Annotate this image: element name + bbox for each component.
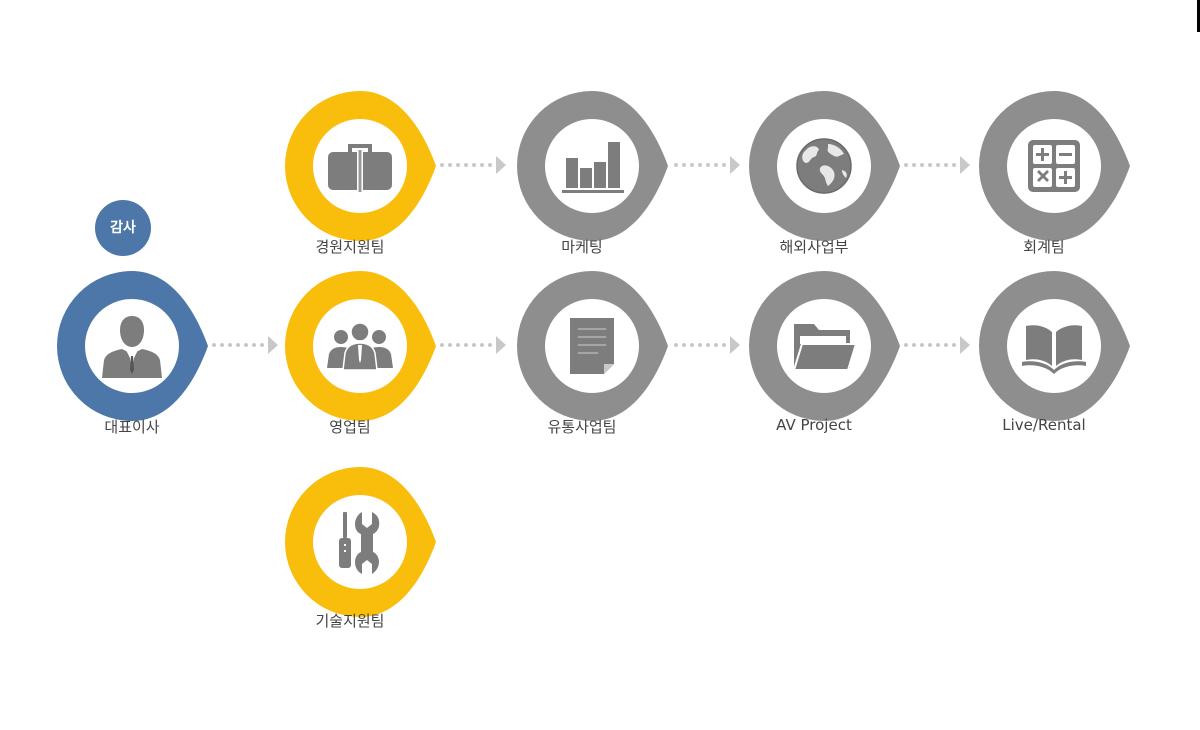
person-icon xyxy=(102,316,162,378)
connector-arrow xyxy=(212,336,278,354)
document-icon xyxy=(570,318,614,374)
label-marketing: 마케팅 xyxy=(561,238,603,256)
connector-arrow xyxy=(440,156,506,174)
label-tech: 기술지원팀 xyxy=(315,612,385,630)
node-marketing xyxy=(516,90,668,242)
node-tech xyxy=(284,466,436,618)
connector-arrow xyxy=(674,336,740,354)
node-sales xyxy=(284,270,436,422)
node-av xyxy=(748,270,900,422)
node-overseas xyxy=(748,90,900,242)
label-accounting: 회계팀 xyxy=(1023,238,1065,256)
corner-mark xyxy=(1197,0,1200,32)
calculator-icon xyxy=(1028,140,1080,192)
bar-chart-icon xyxy=(562,142,624,193)
team-icon xyxy=(327,322,393,371)
book-icon xyxy=(1022,325,1086,374)
tools-icon xyxy=(339,512,380,574)
label-overseas: 해외사업부 xyxy=(779,238,849,256)
label-sales: 영업팀 xyxy=(329,418,371,436)
audit-badge: 감사 xyxy=(95,200,151,256)
node-ceo xyxy=(56,270,208,422)
node-pin xyxy=(285,467,436,617)
globe-icon xyxy=(796,138,852,194)
briefcase-icon xyxy=(328,144,392,192)
connector-arrow xyxy=(440,336,506,354)
node-distribution xyxy=(516,270,668,422)
node-live xyxy=(978,270,1130,422)
label-ceo: 대표이사 xyxy=(104,418,160,436)
node-accounting xyxy=(978,90,1130,242)
label-av: AV Project xyxy=(776,416,852,434)
label-distribution: 유통사업팀 xyxy=(547,418,617,436)
label-live: Live/Rental xyxy=(1002,416,1086,434)
connector-arrow xyxy=(904,336,970,354)
connector-arrow xyxy=(674,156,740,174)
node-pin xyxy=(979,271,1130,421)
folder-icon xyxy=(792,324,858,371)
node-mgmt xyxy=(284,90,436,242)
label-mgmt: 경원지원팀 xyxy=(315,238,385,256)
connector-arrow xyxy=(904,156,970,174)
